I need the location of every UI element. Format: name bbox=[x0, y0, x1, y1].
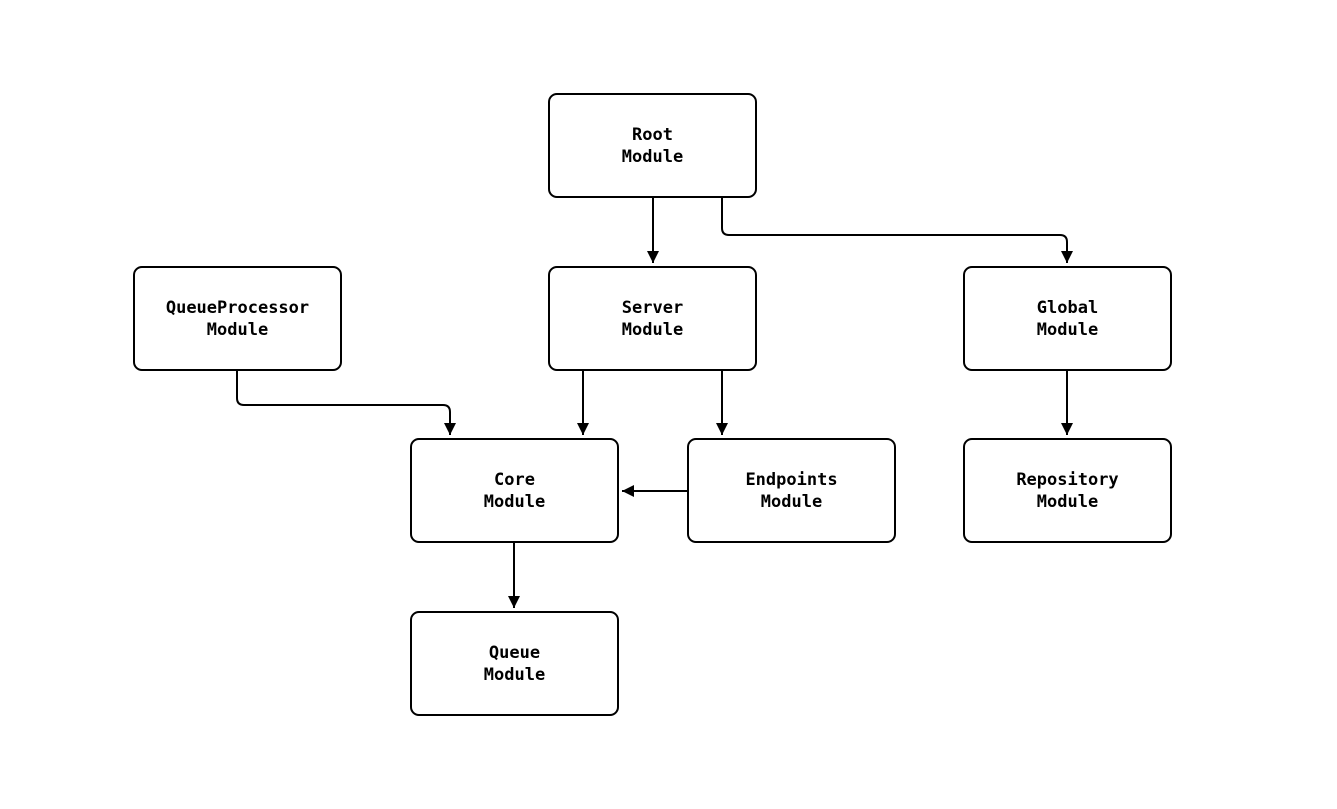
node-label-line1: Queue bbox=[488, 642, 541, 663]
node-endpoints-module: Endpoints Module bbox=[687, 438, 896, 543]
node-label-line2: Module bbox=[483, 491, 546, 512]
node-core-module: Core Module bbox=[410, 438, 619, 543]
node-label-line1: Root bbox=[632, 124, 673, 145]
node-label-line2: Module bbox=[621, 319, 684, 340]
node-label-line2: Module bbox=[1036, 491, 1099, 512]
node-queueprocessor-module: QueueProcessor Module bbox=[133, 266, 342, 371]
node-queue-module: Queue Module bbox=[410, 611, 619, 716]
edge-root-to-global bbox=[721, 198, 1073, 263]
node-label-line1: Core bbox=[494, 469, 535, 490]
node-label-line2: Module bbox=[206, 319, 269, 340]
node-label-line1: Repository bbox=[1016, 469, 1119, 490]
edge-queueprocessor-to-core bbox=[236, 371, 456, 435]
node-label-line1: Endpoints bbox=[745, 469, 838, 490]
node-label-line2: Module bbox=[483, 664, 546, 685]
node-label-line1: QueueProcessor bbox=[165, 297, 310, 318]
node-repository-module: Repository Module bbox=[963, 438, 1172, 543]
node-server-module: Server Module bbox=[548, 266, 757, 371]
node-label-line2: Module bbox=[621, 146, 684, 167]
node-label-line2: Module bbox=[760, 491, 823, 512]
node-label-line1: Global bbox=[1036, 297, 1099, 318]
node-global-module: Global Module bbox=[963, 266, 1172, 371]
node-label-line2: Module bbox=[1036, 319, 1099, 340]
node-label-line1: Server bbox=[621, 297, 684, 318]
node-root-module: Root Module bbox=[548, 93, 757, 198]
